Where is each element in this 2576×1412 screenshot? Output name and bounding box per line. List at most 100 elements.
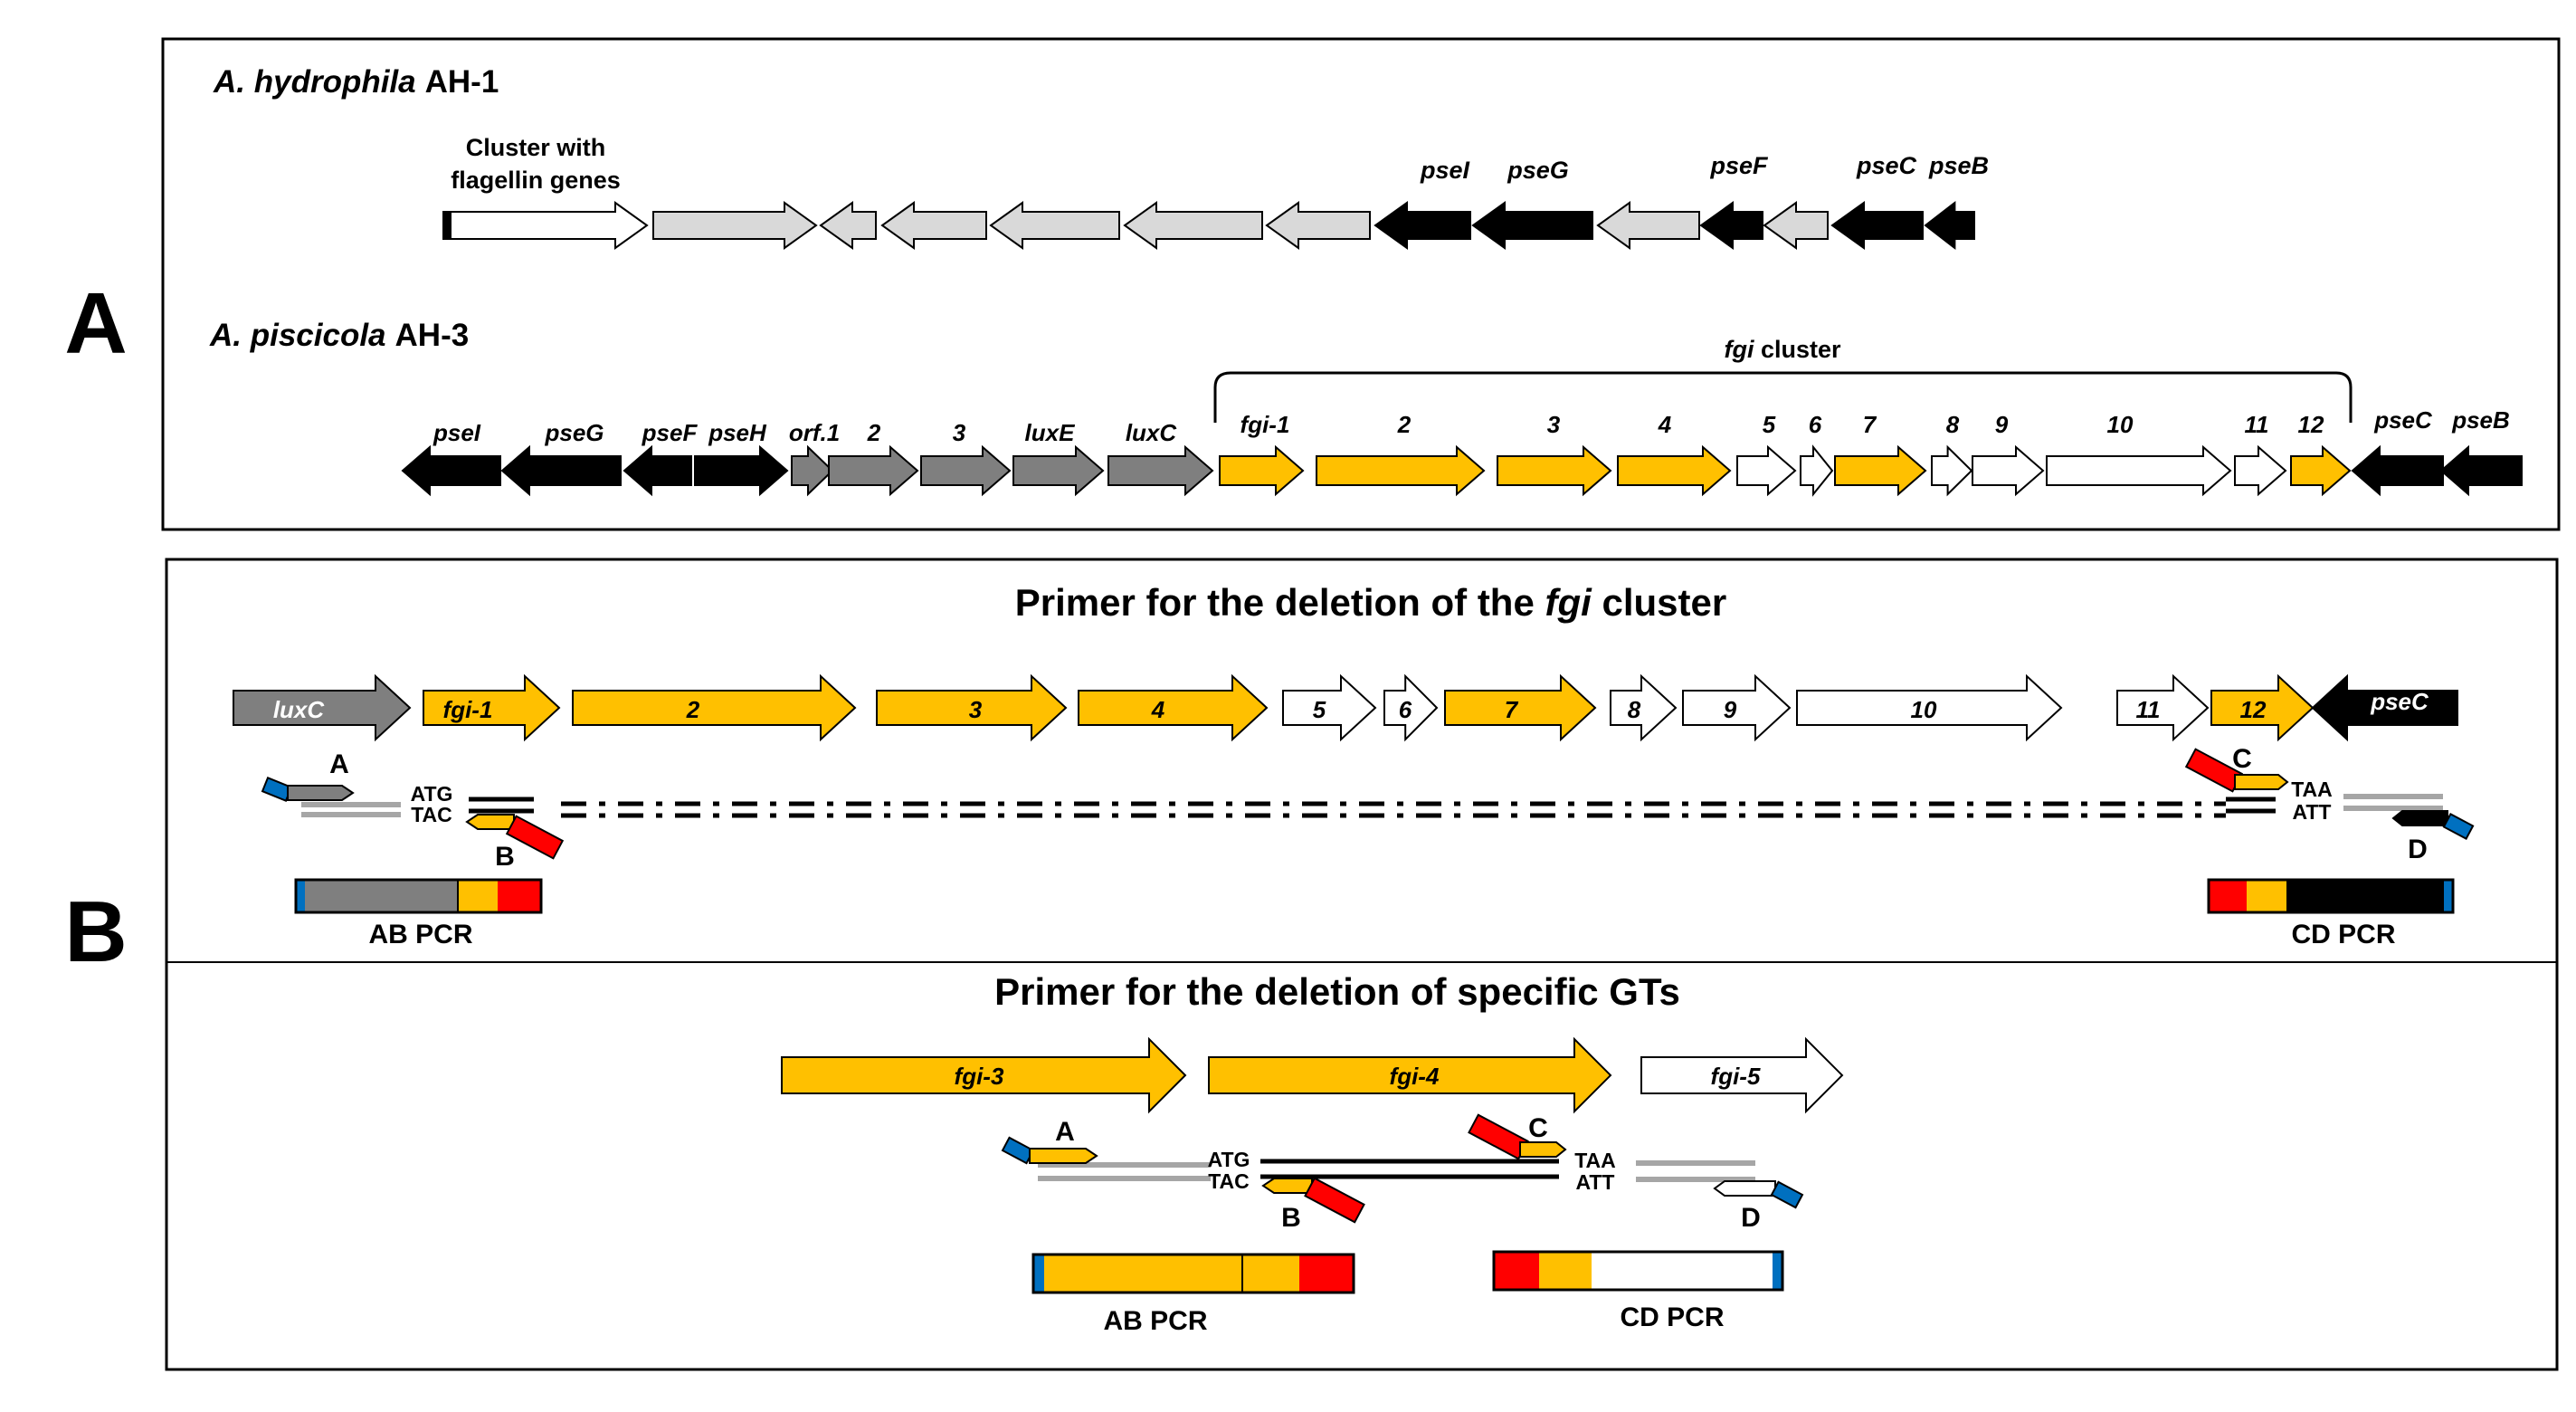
strain2-gene-label: pseF <box>642 419 699 446</box>
strain2-gene-arrow <box>1972 444 2045 497</box>
strain1-gene-label: pseI <box>1420 157 1470 184</box>
strain2-gene-row <box>401 444 2523 497</box>
b1-codon-att: ATT <box>2292 800 2331 824</box>
strain2-gene-arrow <box>2290 444 2352 497</box>
b2-primer-b <box>1261 1177 1365 1224</box>
b1-gene-label: 11 <box>2136 696 2161 723</box>
cd-pcr-gold <box>2247 880 2286 912</box>
b1-gene-label: 2 <box>686 696 700 723</box>
b2-title: Primer for the deletion of specific GTs <box>994 970 1680 1013</box>
strain1-strain: AH-1 <box>425 64 499 100</box>
primer-a-body <box>1029 1148 1098 1164</box>
b1-gene-arrow <box>2210 673 2315 742</box>
strain2-gene-label: orf.1 <box>789 419 840 446</box>
b1-cd-pcr-product <box>2207 878 2455 914</box>
b1-gene-arrow <box>233 673 412 742</box>
strain2-gene-arrow <box>1219 444 1305 497</box>
strain2-gene-label: fgi-1 <box>1240 411 1290 438</box>
strain2-gene-label: pseB <box>2451 406 2510 434</box>
b1-gene-label: 8 <box>1628 696 1641 723</box>
ab-pcr-blue <box>296 880 305 912</box>
b2-codon-taa: TAA <box>1574 1149 1616 1172</box>
strain1-cluster-label-line1: Cluster with <box>466 134 606 161</box>
ab-pcr-gray <box>305 880 458 912</box>
strain2-gene-arrow <box>623 444 692 497</box>
strain2-gene-label: 12 <box>2298 411 2324 438</box>
strain1-gene-arrow <box>1265 201 1371 250</box>
strain1-gene-arrow <box>989 201 1120 250</box>
b1-gene-label: 7 <box>1505 696 1519 723</box>
b2-primer-d-letter: D <box>1741 1203 1761 1233</box>
ab-pcr-outline <box>294 878 543 914</box>
strain2-gene-label: 6 <box>1809 411 1822 438</box>
primer-c-tail <box>1468 1113 1529 1160</box>
b1-gene-arrow <box>423 673 561 742</box>
strain2-gene-label: 7 <box>1863 411 1877 438</box>
b2-cd-pcr-label: CD PCR <box>1620 1302 1724 1332</box>
strain2-gene-label: pseI <box>433 419 481 446</box>
b1-title-post: cluster <box>1592 581 1726 624</box>
b1-primer-b <box>465 814 565 860</box>
ab-pcr-red <box>498 880 541 912</box>
cd-pcr-blue <box>2444 880 2453 912</box>
b1-gene-label: 6 <box>1399 696 1412 723</box>
b2-gene-label: fgi-5 <box>1711 1063 1761 1090</box>
strain2-gene-label: luxC <box>1126 419 1178 446</box>
strain1-gene-arrow <box>442 201 649 250</box>
strain2-gene-arrow <box>1012 444 1105 497</box>
primer-d-body <box>2391 810 2448 826</box>
cd-pcr-gold <box>1539 1252 1592 1290</box>
cd-pcr-outline <box>2207 878 2455 914</box>
primer-d-tail <box>2442 813 2475 840</box>
b1-primer-c-letter: C <box>2232 744 2252 774</box>
b2-ab-pcr-product <box>1031 1253 1355 1294</box>
ab-pcr-gold <box>458 880 498 912</box>
b2-cd-pcr-product <box>1492 1250 1784 1292</box>
b1-primer-a-letter: A <box>329 749 349 779</box>
strain2-gene-arrow <box>1800 444 1834 497</box>
b1-ab-pcr-product <box>294 878 543 914</box>
strain2-gene-arrow <box>1617 444 1732 497</box>
b2-codon-att: ATT <box>1575 1170 1614 1194</box>
strain1-cluster-label-line2: flagellin genes <box>451 167 621 194</box>
b1-title-pre: Primer for the deletion of the <box>1015 581 1545 624</box>
b1-primer-b-letter: B <box>495 842 515 872</box>
b1-codon-taa: TAA <box>2291 778 2333 801</box>
b2-primer-a-letter: A <box>1055 1117 1075 1147</box>
b1-gene-label: 3 <box>969 696 983 723</box>
strain2-gene-arrow <box>791 444 834 497</box>
strain1-gene-arrow <box>819 201 877 250</box>
b1-gene-label: pseC <box>2370 688 2429 715</box>
b1-primer-a <box>261 777 355 802</box>
b1-gene-label: 9 <box>1724 696 1737 723</box>
cd-pcr-outline <box>1492 1250 1784 1292</box>
strain2-gene-arrow <box>1834 444 1927 497</box>
b1-title-italic: fgi <box>1545 581 1593 624</box>
ab-pcr-blue <box>1033 1255 1044 1293</box>
strain1-species: A. hydrophila <box>213 64 416 100</box>
strain2-gene-label: 4 <box>1658 411 1672 438</box>
strain2-gene-arrow <box>2046 444 2232 497</box>
b2-gene-arrow <box>1640 1036 1844 1114</box>
strain1-gene-arrow <box>1763 201 1829 250</box>
b1-cd-pcr-label: CD PCR <box>2291 920 2395 949</box>
panel-a-box <box>161 37 2561 531</box>
primer-d-body <box>1713 1180 1776 1197</box>
primer-b-body <box>465 814 515 830</box>
panel-b-box <box>165 558 2559 1371</box>
strain1-cluster-cap <box>443 212 452 239</box>
b1-gene-arrow <box>1682 673 1792 742</box>
b2-gene-label: fgi-3 <box>955 1063 1004 1090</box>
b2-gene-row <box>781 1036 1844 1114</box>
strain2-gene-label: pseG <box>544 419 604 446</box>
primer-b-tail <box>1304 1177 1365 1224</box>
b2-ab-pcr-label: AB PCR <box>1103 1306 1207 1336</box>
strain1-gene-arrow <box>652 201 818 250</box>
b2-primer-d <box>1713 1180 1804 1209</box>
ab-pcr-gold <box>1044 1255 1299 1293</box>
strain1-gene-row <box>442 200 1975 251</box>
strain1-gene-arrow <box>1699 201 1763 250</box>
